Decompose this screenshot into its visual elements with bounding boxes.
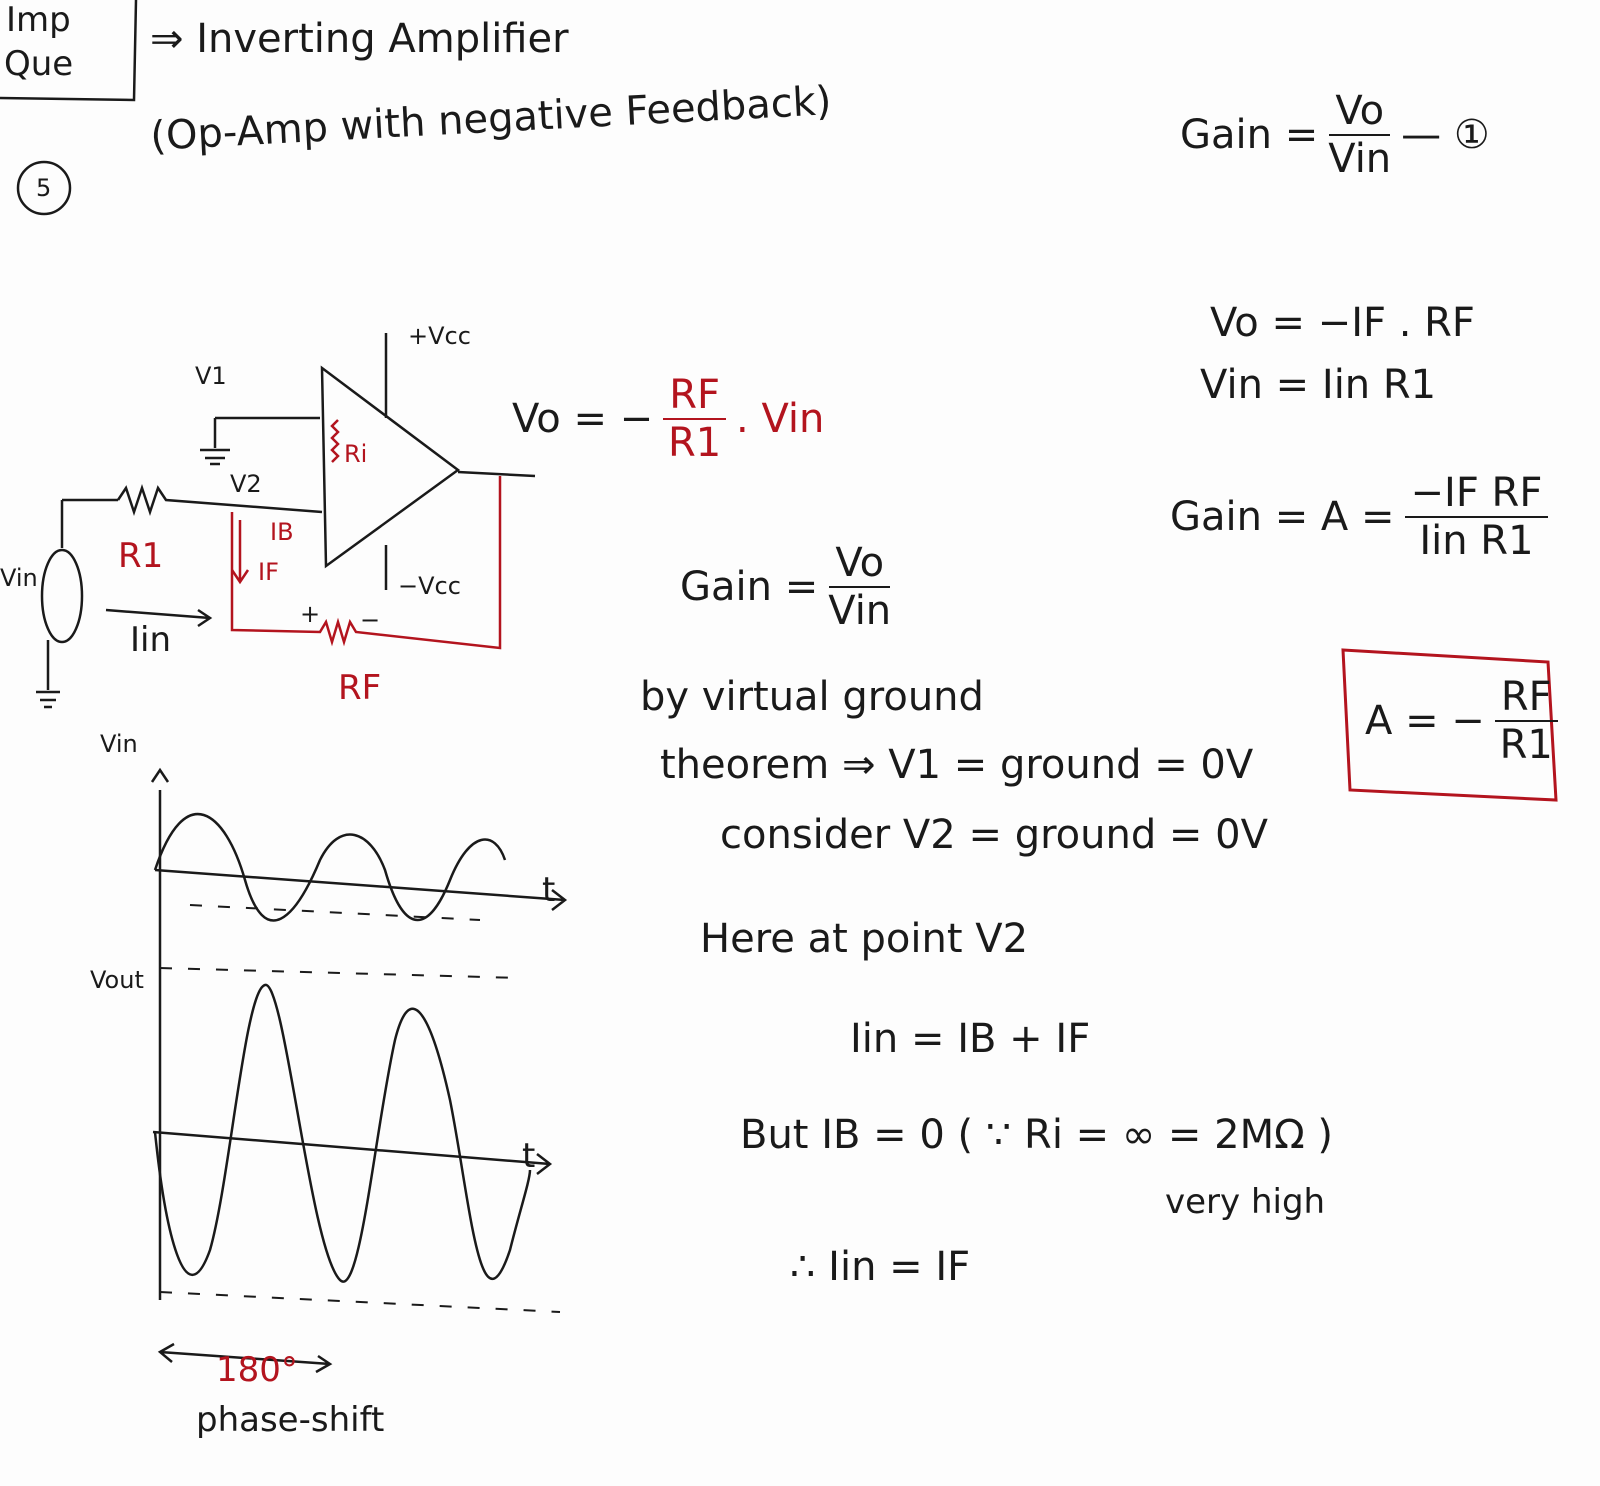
ib-label: IB xyxy=(270,518,294,546)
vcc-pos-label: +Vcc xyxy=(408,322,471,350)
phase-value: 180° xyxy=(216,1350,298,1390)
page-title: ⇒ Inverting Amplifier xyxy=(150,16,569,62)
iin-label: Iin xyxy=(130,620,172,660)
note-line-4: Here at point V2 xyxy=(700,916,1029,962)
vout-axis-label: Vout xyxy=(90,966,144,994)
vin-source xyxy=(40,548,84,644)
opamp-circuit xyxy=(36,333,536,709)
vout-wave xyxy=(153,983,532,1283)
if-arrow xyxy=(230,520,250,585)
equation-number: — ① xyxy=(1401,112,1490,158)
vin-axis-label: Vin xyxy=(100,730,138,758)
vo-output-rhs: . Vin xyxy=(736,396,825,442)
vin-wave xyxy=(153,813,507,922)
v1-ground xyxy=(200,416,320,466)
numerator: RF xyxy=(1494,674,1558,722)
minus-label: − xyxy=(360,606,381,634)
rf-label: RF xyxy=(338,668,382,708)
iin-arrow xyxy=(105,608,211,620)
red-box xyxy=(1341,648,1558,802)
numerator: Vo xyxy=(1329,88,1391,136)
t-axis-label-1: t xyxy=(542,870,556,910)
r1-label: R1 xyxy=(118,536,164,576)
t-axis-label-2: t xyxy=(522,1136,536,1176)
ri-resistor xyxy=(330,419,340,463)
source-ground xyxy=(36,640,60,709)
middle-gain-lhs: Gain = xyxy=(680,564,819,610)
denominator: Vin xyxy=(1328,136,1392,182)
opamp-triangle xyxy=(320,365,461,569)
feedback-loop xyxy=(230,419,502,650)
denominator: Iin R1 xyxy=(1419,518,1534,564)
gain-a-lhs: Gain = A = xyxy=(1170,494,1395,540)
waveform-graphs xyxy=(150,767,568,1374)
r1-resistor xyxy=(116,484,323,516)
note-line-8: ∴ Iin = IF xyxy=(790,1244,971,1290)
vin-source-label: Vin xyxy=(0,564,38,592)
output-line xyxy=(457,470,536,478)
phase-arrow xyxy=(157,1342,333,1374)
vo-equation: Vo = −IF . RF xyxy=(1210,300,1475,346)
question-number: 5 xyxy=(36,174,52,202)
header-box xyxy=(0,0,138,216)
vin-equation: Vin = Iin R1 xyxy=(1200,362,1437,408)
plus-label: + xyxy=(300,600,321,628)
phase-label: phase-shift xyxy=(196,1400,385,1440)
imp-label: Imp xyxy=(6,0,71,40)
numerator: −IF RF xyxy=(1404,470,1549,518)
t-axis-2 xyxy=(152,1130,553,1175)
note-line-6: But IB = 0 ( ∵ Ri = ∞ = 2MΩ ) xyxy=(740,1112,1333,1158)
ri-label: Ri xyxy=(344,440,368,468)
v1-label: V1 xyxy=(195,362,227,390)
denominator: R1 xyxy=(1499,722,1553,768)
denominator: R1 xyxy=(667,420,722,466)
if-label: IF xyxy=(258,558,279,586)
note-line-7: very high xyxy=(1165,1182,1326,1222)
v2-label: V2 xyxy=(230,470,262,498)
r1-left-wire xyxy=(60,498,118,548)
denominator: Vin xyxy=(828,588,892,634)
numerator: Vo xyxy=(829,540,891,588)
t-axis-1 xyxy=(154,868,568,911)
vcc-neg-label: −Vcc xyxy=(398,572,461,600)
vo-output-lhs: Vo = − xyxy=(512,396,654,442)
note-line-2: theorem ⇒ V1 = ground = 0V xyxy=(660,742,1254,788)
note-line-5: Iin = IB + IF xyxy=(850,1016,1091,1062)
que-label: Que xyxy=(4,44,74,84)
note-line-1: by virtual ground xyxy=(640,674,984,720)
result-lhs: A = − xyxy=(1365,698,1485,744)
note-line-3: consider V2 = ground = 0V xyxy=(720,812,1268,858)
numerator: RF xyxy=(663,372,727,420)
gain-def-lhs: Gain = xyxy=(1180,112,1319,158)
